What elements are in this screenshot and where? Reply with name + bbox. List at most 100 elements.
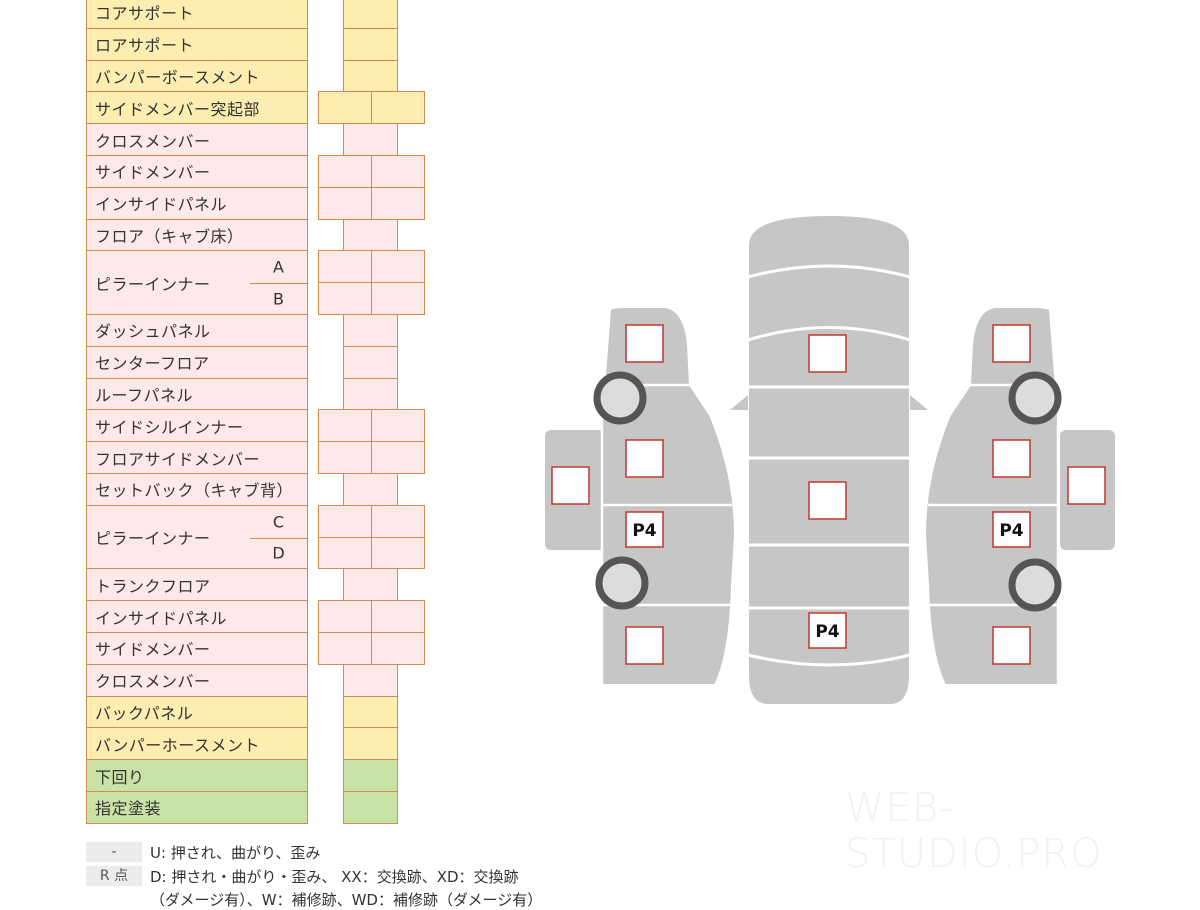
row-label: サイドメンバー [95,163,211,183]
grade-cell[interactable] [371,155,425,188]
grade-cell[interactable] [343,218,398,252]
table-row: コアサポート [86,0,308,29]
row-label: トランクフロア [95,576,211,596]
grade-cell[interactable] [343,314,398,347]
grade-cell[interactable] [343,0,398,29]
row-label: クロスメンバー [95,131,211,151]
grade-cell[interactable] [343,568,398,602]
table-row: クロスメンバー [86,663,308,697]
grade-cell[interactable] [371,282,425,315]
grade-cell[interactable] [343,123,398,156]
row-label: ロアサポート [95,36,195,56]
watermark: WEB-STUDIO.PRO [845,785,1103,877]
table-row: サイドメンバー [86,632,308,665]
grade-cell[interactable] [318,155,372,188]
row-label: センターフロア [95,354,210,374]
grade-cell[interactable] [371,409,425,443]
grade-cell[interactable] [318,250,372,284]
grade-cell[interactable] [343,27,398,61]
sub-row-label: B [273,289,284,309]
table-row: セットバック（キャブ背） [86,473,308,506]
p4-center-label: P4 [815,622,839,642]
grade-cell[interactable] [343,695,398,729]
grade-cell[interactable] [343,345,398,379]
row-label: インサイドパネル [95,195,228,215]
grade-cell[interactable] [371,600,425,633]
table-row: 下回り [86,759,308,792]
grade-cell[interactable] [318,186,372,220]
legend-text-u: U: 押され、曲がり、歪み [150,844,321,862]
grade-cell[interactable] [343,377,398,411]
table-row: ダッシュパネル [86,314,308,347]
grade-cell[interactable] [318,632,372,665]
p4-right-label: P4 [999,521,1023,541]
legend-text-d: D: 押され・曲がり・歪み、 XX：交換跡、XD：交換跡 [150,868,519,886]
row-label: バンパーホースメント [95,735,261,755]
p4-marks: P4 P4 P4 [625,511,1031,649]
wheel-icon [593,371,1062,612]
center-top-body [747,215,911,706]
table-row: ピラーインナー [86,504,251,570]
row-label: 下回り [95,767,145,787]
right-side-body [923,306,1060,686]
grade-cell[interactable] [371,250,425,284]
table-row: サイドメンバー突起部 [86,91,308,125]
grade-cell[interactable] [371,504,425,538]
row-label: サイドメンバー [95,640,211,660]
grade-cell[interactable] [318,409,372,443]
p4-left-label: P4 [632,521,656,541]
row-label: 指定塗装 [95,799,162,819]
table-row: トランクフロア [86,568,308,602]
grade-cell[interactable] [318,441,372,474]
row-label: インサイドパネル [95,608,228,628]
table-row: バンパーホースメント [86,727,308,761]
legend-key-r: R 点 [86,866,142,886]
grade-cell[interactable] [343,59,398,93]
legend-key-dash: - [86,842,142,862]
sub-row-label: C [272,512,285,532]
row-label: ピラーインナー [95,529,211,549]
table-row: センターフロア [86,345,308,379]
row-label: ルーフパネル [95,385,194,405]
table-row: インサイドパネル [86,600,308,633]
row-label: バックパネル [95,703,194,723]
sub-row-label: A [273,257,284,277]
row-label: フロア（キャブ床） [95,226,244,246]
grade-cell[interactable] [371,441,425,474]
row-label: サイドメンバー突起部 [95,99,261,119]
row-label: クロスメンバー [95,672,211,692]
row-label: ダッシュパネル [95,322,211,342]
grade-cell[interactable] [343,663,398,697]
table-row: ルーフパネル [86,377,308,411]
grade-cell[interactable] [343,727,398,761]
table-row: サイドメンバー [86,155,308,188]
grade-cell[interactable] [318,91,372,125]
grade-cell[interactable] [343,791,398,824]
row-label: サイドシルインナー [95,417,244,437]
grade-cell[interactable] [318,536,372,570]
grade-cell[interactable] [371,91,425,125]
grade-cell[interactable] [318,600,372,633]
grade-cell[interactable] [343,759,398,792]
car-diagram: P4 P4 P4 [545,215,1115,706]
table-row: ピラーインナー [86,250,251,315]
grade-cell[interactable] [343,473,398,506]
sub-row-label: D [272,543,285,563]
row-label: コアサポート [95,4,195,24]
grade-cell[interactable] [318,282,372,315]
grade-cell[interactable] [371,186,425,220]
row-label: バンパーボースメント [95,67,261,87]
table-row: サイドシルインナー [86,409,308,443]
table-row: 指定塗装 [86,791,308,824]
table-row: フロアサイドメンバー [86,441,308,474]
table-row: ロアサポート [86,27,308,61]
table-row: バンパーボースメント [86,59,308,93]
table-row: インサイドパネル [86,186,308,220]
grade-cell[interactable] [371,632,425,665]
grade-cell[interactable] [371,536,425,570]
row-label: ピラーインナー [95,274,211,294]
grade-cell[interactable] [318,504,372,538]
left-side-body [598,306,737,686]
